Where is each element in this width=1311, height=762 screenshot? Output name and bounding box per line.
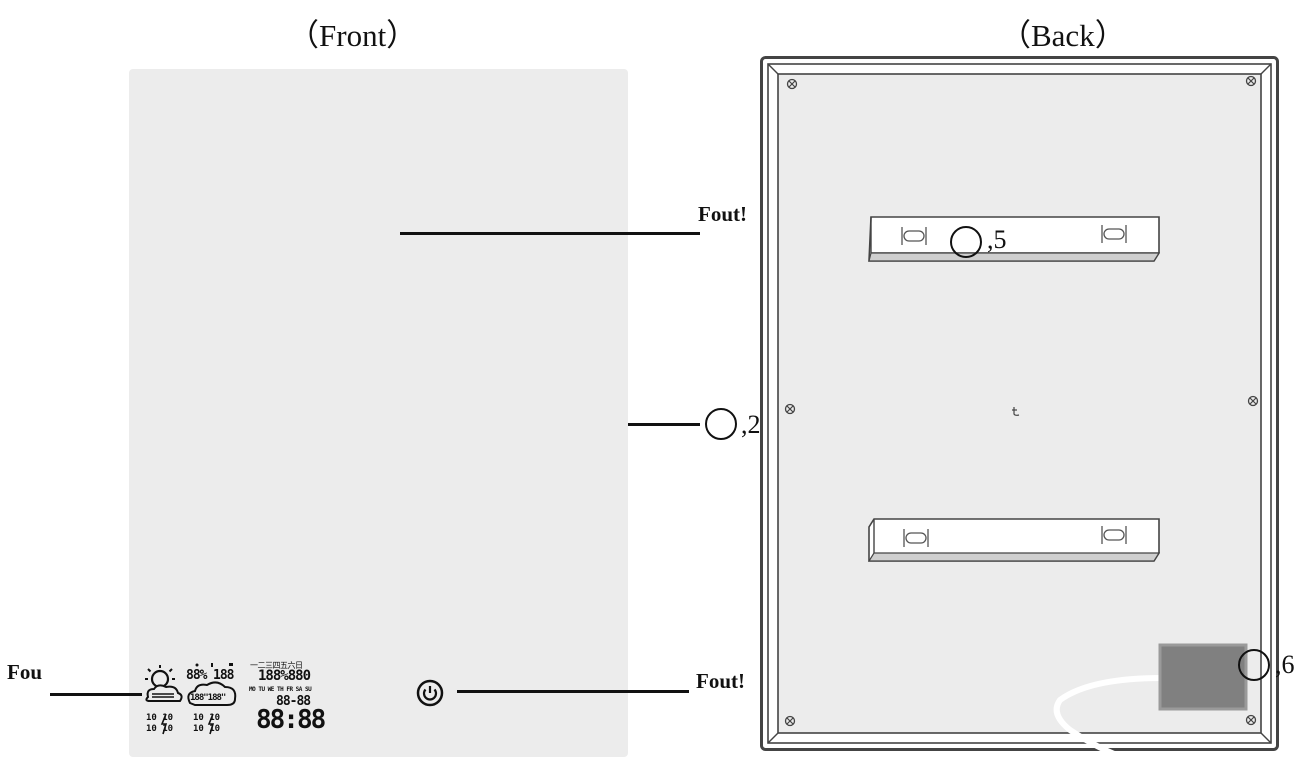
sun-cloud-icon — [145, 665, 183, 702]
lcd-middle-block-icon — [187, 663, 237, 706]
lcd-weekday-cn: 一二三四五六日 — [250, 661, 303, 670]
lcd-clock: 88:88 — [256, 705, 326, 735]
bottom-mounting-bracket — [867, 518, 1161, 562]
hook-icon — [901, 227, 927, 245]
screw-icon — [786, 78, 798, 90]
power-box-number: ,6 — [1275, 650, 1295, 679]
screw-icon — [784, 403, 796, 415]
front-left-label: Fou — [7, 660, 43, 684]
front-side-number: ,2 — [741, 410, 761, 439]
front-left-leader-line — [50, 693, 142, 696]
power-box — [1053, 643, 1248, 762]
front-power-leader-line — [457, 690, 689, 693]
lcd-row2-right: 88-88 — [276, 694, 311, 709]
lcd-row1-right: 188%880 — [258, 668, 311, 684]
front-side-callout-circle — [705, 408, 737, 440]
hook-icon — [1101, 225, 1127, 243]
center-mark-icon — [1012, 407, 1020, 416]
top-mounting-bracket — [868, 216, 1161, 262]
power-icon[interactable] — [416, 679, 444, 707]
lightning-icon — [160, 713, 215, 735]
lcd-weekday-en: MO TU WE TH FR SA SU — [249, 686, 312, 693]
front-top-leader-line — [400, 232, 700, 235]
power-box-callout-circle — [1238, 649, 1270, 681]
front-top-label: Fout! — [698, 202, 747, 226]
lcd-row1-mid2: 188 — [213, 668, 235, 683]
front-mirror-panel — [129, 69, 628, 757]
back-heading: （Back） — [1000, 18, 1126, 53]
lcd-row2-mid: 188"188" — [190, 693, 226, 703]
front-heading: （Front） — [288, 18, 418, 53]
screw-icon — [1247, 395, 1259, 407]
screw-icon — [1245, 714, 1257, 726]
screw-icon — [784, 715, 796, 727]
lcd-row3-left: 10 10 — [146, 713, 174, 723]
lcd-row1-mid: 88% — [186, 668, 208, 683]
hook-icon — [1101, 526, 1127, 544]
lcd-row3-mid: 10 10 — [193, 713, 221, 723]
bracket-callout-circle — [950, 226, 982, 258]
lcd-row4-mid: 10 10 — [193, 724, 221, 734]
front-power-label: Fout! — [696, 669, 745, 693]
hook-icon — [903, 529, 929, 547]
screw-icon — [1245, 75, 1257, 87]
lcd-row4-left: 10 10 — [146, 724, 174, 734]
bracket-number: ,5 — [987, 225, 1007, 254]
front-side-leader-line — [628, 423, 700, 426]
